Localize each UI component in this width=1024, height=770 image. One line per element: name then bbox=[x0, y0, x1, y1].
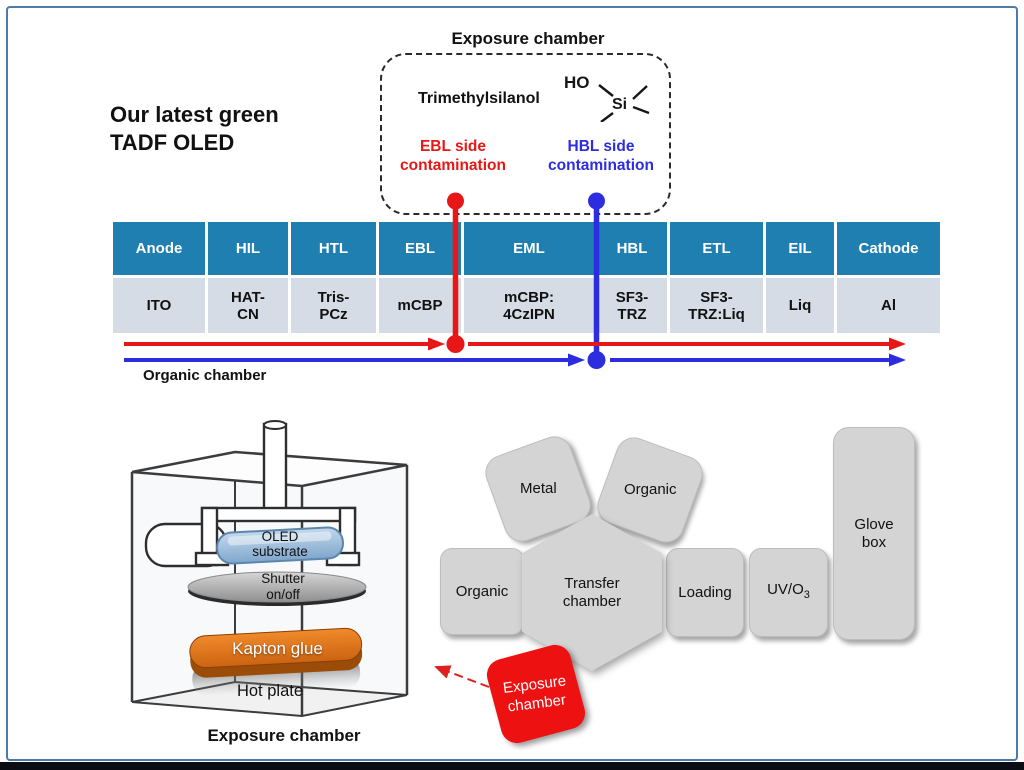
molecule-bonds bbox=[598, 84, 650, 122]
stack-column-hil: HIL HAT- CN bbox=[208, 222, 288, 333]
cluster-uv-o3-chamber: UV/O3 bbox=[749, 548, 828, 637]
cluster-organic-top-label: Organic bbox=[623, 481, 677, 498]
cluster-transfer-label: Transfer chamber bbox=[562, 574, 622, 610]
organic-chamber-label: Organic chamber bbox=[143, 367, 267, 384]
hot-plate-label: Hot plate bbox=[236, 682, 304, 700]
molecule-ho-label: HO bbox=[564, 73, 590, 92]
layer-header: EIL bbox=[766, 222, 834, 275]
stack-column-ebl: EBL mCBP bbox=[379, 222, 461, 333]
stack-column-eml: EML mCBP: 4CzIPN bbox=[464, 222, 594, 333]
shutter-label: Shutter on/off bbox=[261, 571, 305, 602]
ebl-contamination-label: EBL side contamination bbox=[400, 138, 506, 174]
exposure-chamber-title: Exposure chamber bbox=[451, 29, 605, 48]
cluster-loading-chamber: Loading bbox=[666, 548, 744, 637]
cluster-glove-box: Glove box bbox=[833, 427, 915, 640]
cluster-organic-left-chamber: Organic bbox=[440, 548, 524, 635]
molecule-name: Trimethylsilanol bbox=[418, 90, 540, 107]
device-stack-table: Anode ITO HIL HAT- CN HTL Tris- PCz EBL … bbox=[113, 222, 940, 333]
molecule-si-label: Si bbox=[612, 96, 627, 113]
bottom-dark-strip bbox=[0, 762, 1024, 770]
exposure-chamber-caption: Exposure chamber bbox=[207, 726, 361, 745]
stack-column-cathode: Cathode Al bbox=[837, 222, 940, 333]
cluster-glove-label: Glove box bbox=[854, 515, 894, 551]
layer-material: Liq bbox=[766, 278, 834, 333]
layer-header: Anode bbox=[113, 222, 205, 275]
cluster-transfer-chamber: Transfer chamber bbox=[522, 514, 662, 671]
cluster-uv-label: UV/O3 bbox=[767, 581, 810, 601]
page-title: Our latest green TADF OLED bbox=[110, 102, 279, 155]
stack-column-etl: ETL SF3- TRZ:Liq bbox=[670, 222, 763, 333]
layer-header: EBL bbox=[379, 222, 461, 275]
cluster-loading-label: Loading bbox=[678, 583, 732, 601]
layer-material: HAT- CN bbox=[208, 278, 288, 333]
layer-header: Cathode bbox=[837, 222, 940, 275]
layer-material: Al bbox=[837, 278, 940, 333]
layer-header: EML bbox=[464, 222, 594, 275]
stack-column-hbl: HBL SF3- TRZ bbox=[597, 222, 667, 333]
layer-header: HBL bbox=[597, 222, 667, 275]
exposure-chamber-dashed-box bbox=[380, 53, 671, 215]
stack-column-htl: HTL Tris- PCz bbox=[291, 222, 376, 333]
layer-material: mCBP: 4CzIPN bbox=[464, 278, 594, 333]
layer-material: mCBP bbox=[379, 278, 461, 333]
trimethylsilanol-structure: HO Si bbox=[564, 73, 650, 122]
kapton-glue-label: Kapton glue bbox=[232, 639, 323, 658]
cluster-exposure-label: Exposure chamber bbox=[502, 672, 568, 716]
layer-material: SF3- TRZ bbox=[597, 278, 667, 333]
cluster-metal-label: Metal bbox=[519, 480, 557, 497]
layer-header: HIL bbox=[208, 222, 288, 275]
oled-substrate-label: OLED substrate bbox=[252, 529, 308, 559]
cluster-organic-left-label: Organic bbox=[455, 582, 509, 600]
layer-header: HTL bbox=[291, 222, 376, 275]
stack-column-eil: EIL Liq bbox=[766, 222, 834, 333]
layer-header: ETL bbox=[670, 222, 763, 275]
layer-material: Tris- PCz bbox=[291, 278, 376, 333]
hbl-contamination-label: HBL side contamination bbox=[548, 138, 654, 174]
stack-column-anode: Anode ITO bbox=[113, 222, 205, 333]
layer-material: SF3- TRZ:Liq bbox=[670, 278, 763, 333]
layer-material: ITO bbox=[113, 278, 205, 333]
